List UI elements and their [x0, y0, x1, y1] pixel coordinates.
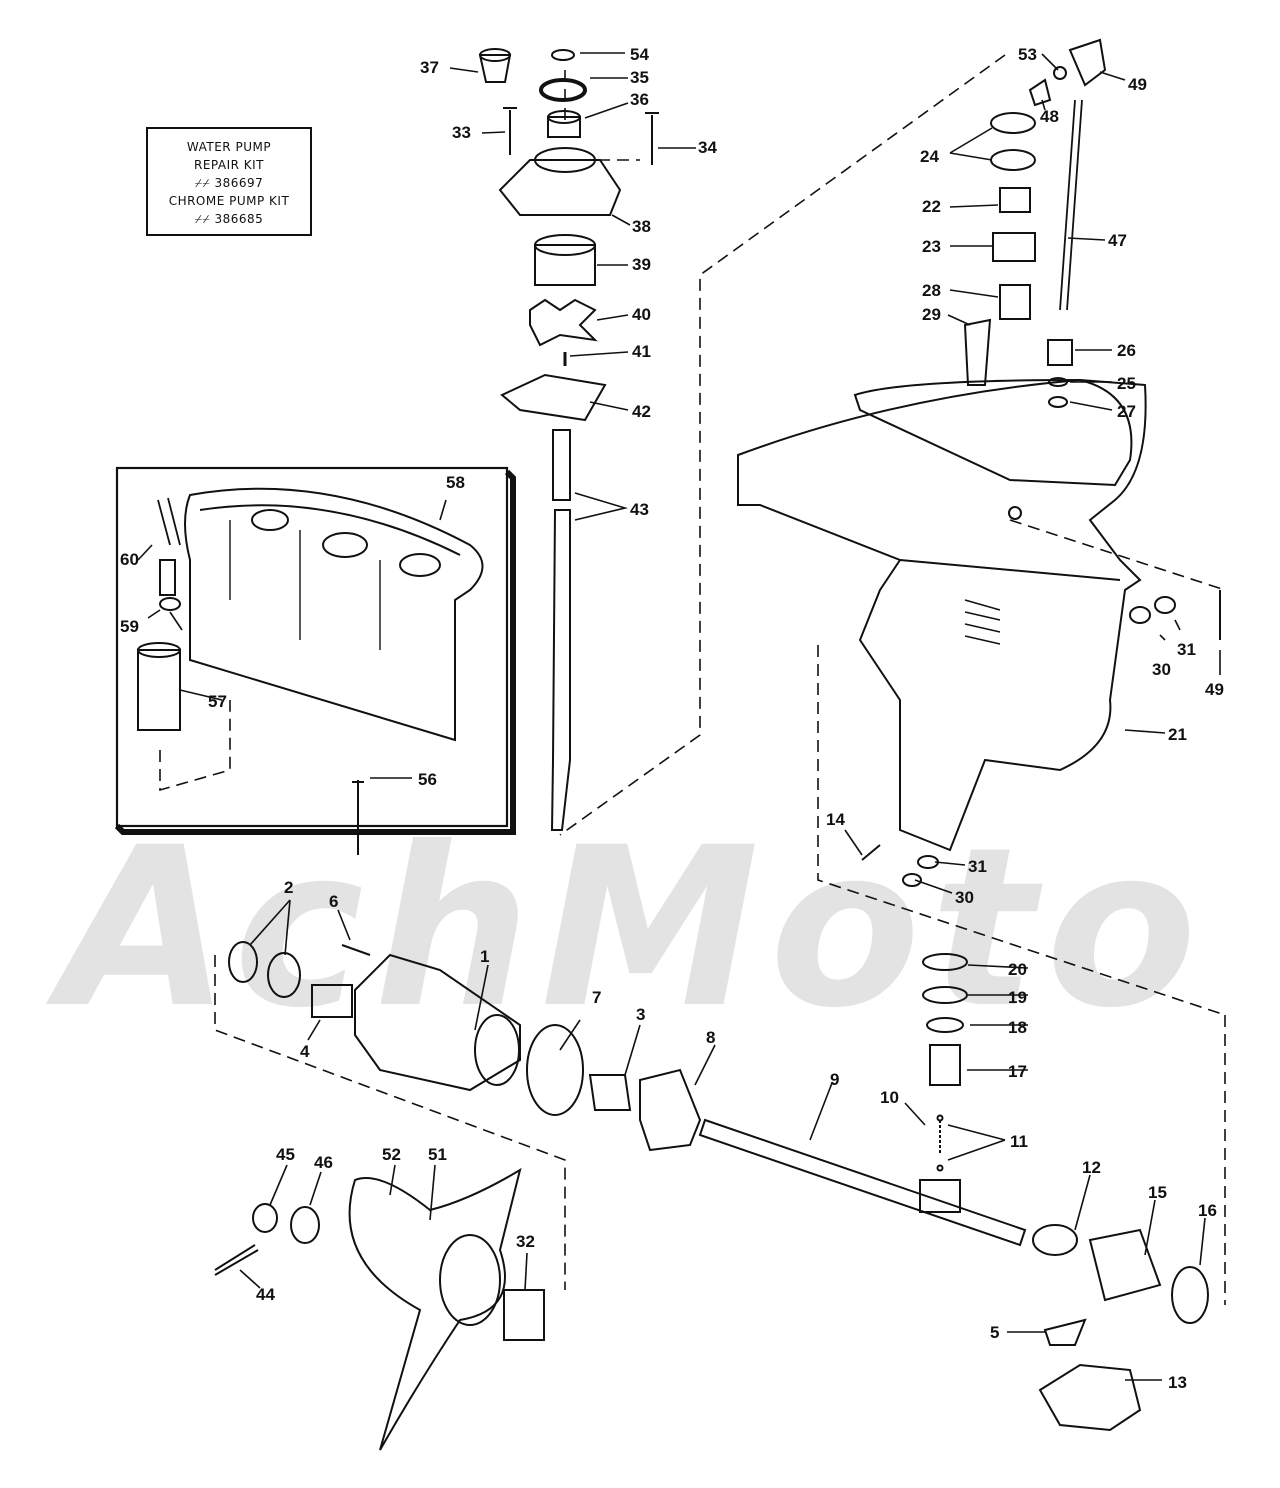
callout-3: 3 — [636, 1005, 645, 1024]
callout-49: 49 — [1128, 75, 1147, 94]
callout-38: 38 — [632, 217, 651, 236]
callout-58: 58 — [446, 473, 465, 492]
callout-35: 35 — [630, 68, 649, 87]
callout-47: 47 — [1108, 231, 1127, 250]
callout-37: 37 — [420, 58, 439, 77]
callout-30b: 30 — [955, 888, 974, 907]
callout-54: 54 — [630, 45, 649, 64]
callout-41: 41 — [632, 342, 651, 361]
callout-25: 25 — [1117, 374, 1136, 393]
kit-line-1: WATER PUMP — [186, 140, 272, 154]
callout-51: 51 — [428, 1145, 447, 1164]
callout-34: 34 — [698, 138, 717, 157]
callout-13: 13 — [1168, 1373, 1187, 1392]
leader-lines — [137, 52, 1221, 1381]
callout-60: 60 — [120, 550, 139, 569]
callout-1: 1 — [480, 947, 489, 966]
callout-14: 14 — [826, 810, 845, 829]
callout-59: 59 — [120, 617, 139, 636]
driveshaft-stack-parts — [963, 38, 1107, 408]
callout-31b: 31 — [968, 857, 987, 876]
lower-unit-parts — [214, 590, 1221, 1451]
callout-52: 52 — [382, 1145, 401, 1164]
callout-18: 18 — [1008, 1018, 1027, 1037]
callout-56: 56 — [418, 770, 437, 789]
callout-27: 27 — [1117, 402, 1136, 421]
callout-10: 10 — [880, 1088, 899, 1107]
callout-2: 2 — [284, 878, 293, 897]
kit-line-5: ⌿⌿ 386685 — [194, 212, 264, 226]
callout-39: 39 — [632, 255, 651, 274]
callout-44: 44 — [256, 1285, 275, 1304]
callout-labels: 1 2 3 4 5 6 7 8 9 10 11 12 13 14 15 16 1… — [120, 45, 1224, 1392]
inset-panel — [114, 466, 516, 855]
callout-22: 22 — [922, 197, 941, 216]
callout-24: 24 — [920, 147, 939, 166]
callout-36: 36 — [630, 90, 649, 109]
callout-23: 23 — [922, 237, 941, 256]
callout-48: 48 — [1040, 107, 1059, 126]
callout-7: 7 — [592, 988, 601, 1007]
callout-4: 4 — [300, 1042, 310, 1061]
callout-19: 19 — [1008, 988, 1027, 1007]
water-pump-kit-label: WATER PUMP REPAIR KIT ⌿⌿ 386697 CHROME P… — [146, 127, 312, 236]
callout-9: 9 — [830, 1070, 839, 1089]
kit-line-3: ⌿⌿ 386697 — [194, 176, 264, 190]
callout-31: 31 — [1177, 640, 1196, 659]
callout-21: 21 — [1168, 725, 1187, 744]
callout-33: 33 — [452, 123, 471, 142]
callout-8: 8 — [706, 1028, 715, 1047]
callout-17: 17 — [1008, 1062, 1027, 1081]
callout-40: 40 — [632, 305, 651, 324]
callout-45: 45 — [276, 1145, 295, 1164]
callout-53: 53 — [1018, 45, 1037, 64]
callout-26: 26 — [1117, 341, 1136, 360]
kit-line-4: CHROME PUMP KIT — [168, 194, 290, 208]
callout-32: 32 — [516, 1232, 535, 1251]
callout-11: 11 — [1010, 1132, 1028, 1151]
callout-20: 20 — [1008, 960, 1027, 979]
callout-15: 15 — [1148, 1183, 1167, 1202]
callout-46: 46 — [314, 1153, 333, 1172]
callout-43: 43 — [630, 500, 649, 519]
callout-50: 49 — [1205, 680, 1224, 699]
gearcase-housing — [737, 378, 1147, 852]
callout-30: 30 — [1152, 660, 1171, 679]
callout-28: 28 — [922, 281, 941, 300]
callout-12: 12 — [1082, 1158, 1101, 1177]
callout-16: 16 — [1198, 1201, 1217, 1220]
callout-6: 6 — [329, 892, 338, 911]
kit-line-2: REPAIR KIT — [193, 158, 265, 172]
callout-29: 29 — [922, 305, 941, 324]
callout-42: 42 — [632, 402, 651, 421]
callout-5: 5 — [990, 1323, 999, 1342]
callout-57: 57 — [208, 692, 227, 711]
